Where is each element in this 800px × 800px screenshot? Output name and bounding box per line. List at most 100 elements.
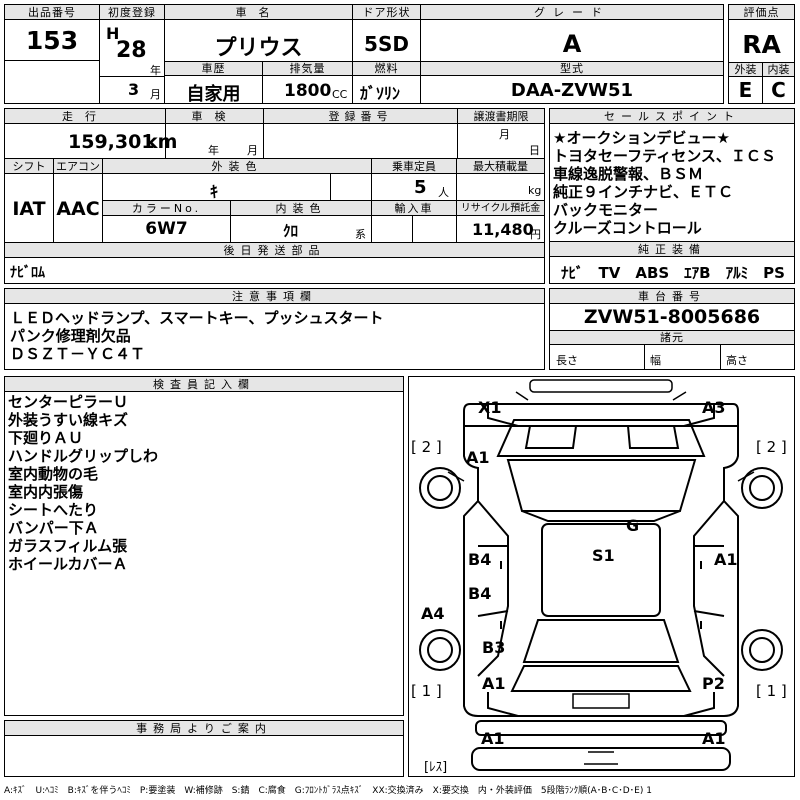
score-label: 評価点 bbox=[729, 5, 794, 20]
inspector-comment: 室内動物の毛 bbox=[8, 465, 99, 483]
car-name-label: 車名 bbox=[165, 5, 352, 20]
year-unit: 年 bbox=[150, 64, 161, 77]
first-registration-label: 初度登録 bbox=[100, 5, 164, 20]
grade: A bbox=[562, 30, 582, 58]
registration-number-label: 登録番号 bbox=[264, 109, 457, 124]
mileage-unit: km bbox=[145, 131, 178, 153]
exterior-score: E bbox=[738, 78, 753, 102]
inspector-comment: バンパー下Ａ bbox=[8, 519, 99, 537]
car-outline-diagram bbox=[419, 379, 783, 771]
tire-tread-rear-right: [ 1 ] bbox=[756, 682, 787, 700]
interior-color-unit: 系 bbox=[355, 228, 366, 241]
capacity: 5 bbox=[414, 177, 427, 198]
shift: IAT bbox=[12, 198, 46, 220]
lot-number-label: 出品番号 bbox=[5, 5, 99, 20]
inspector-comment: ホイールカバーＡ bbox=[8, 555, 128, 573]
dimensions-label: 諸元 bbox=[550, 331, 794, 345]
damage-mark: A3 bbox=[702, 398, 726, 417]
inspector-comment: ハンドルグリップしわ bbox=[8, 447, 159, 465]
mileage: 159,301 bbox=[68, 131, 155, 153]
transfer-deadline-label: 譲渡書期限 bbox=[458, 109, 544, 124]
overall-score: RA bbox=[742, 30, 781, 59]
exterior-color: ｷ bbox=[210, 182, 219, 201]
tire-tread-front-right: [ 2 ] bbox=[756, 438, 787, 456]
max-load-unit: kg bbox=[528, 184, 542, 197]
damage-mark: A4 bbox=[421, 604, 445, 623]
sales-point: クルーズコントロール bbox=[553, 219, 702, 237]
inspector-comment: 外装うすい線キズ bbox=[8, 411, 129, 429]
grade-label: グレード bbox=[421, 5, 723, 20]
displacement-unit: CC bbox=[332, 88, 348, 101]
import-label: 輸入車 bbox=[372, 201, 456, 216]
color-number: 6W7 bbox=[145, 219, 188, 239]
transfer-month-unit: 月 bbox=[499, 128, 510, 141]
month-unit: 月 bbox=[150, 88, 161, 101]
sales-point: ★オークションデビュー★ bbox=[553, 129, 730, 147]
interior-score: C bbox=[771, 78, 786, 102]
inspector-section bbox=[4, 376, 404, 716]
notes-list: ＬＥＤヘッドランプ、スマートキー、プッシュスタート パンク修理剤欠品 ＤＳＺＴ－… bbox=[10, 309, 384, 363]
sales-point: 純正９インチナビ、ＥＴＣ bbox=[553, 183, 734, 201]
damage-diagram bbox=[408, 376, 795, 777]
fuel: ｶﾞｿﾘﾝ bbox=[360, 84, 401, 103]
color-number-label: カラーNo. bbox=[103, 201, 230, 216]
length-label: 長さ bbox=[556, 354, 578, 367]
note-line: ＬＥＤヘッドランプ、スマートキー、プッシュスタート bbox=[10, 309, 384, 327]
sales-point: 車線逸脱警報、ＢＳＭ bbox=[553, 165, 704, 183]
displacement: 1800 bbox=[284, 81, 332, 101]
history: 自家用 bbox=[186, 84, 241, 105]
damage-legend: A:ｷｽﾞ U:ﾍｺﾐ B:ｷｽﾞを伴うﾍｺﾐ P:要塗装 W:補修跡 S:錆 … bbox=[4, 786, 652, 796]
recycle-deposit: 11,480 bbox=[472, 220, 534, 239]
later-parts: ﾅﾋﾞﾛﾑ bbox=[10, 265, 45, 281]
inspector-comment: 室内内張傷 bbox=[8, 483, 84, 501]
inspector-comments: センターピラーＵ 外装うすい線キズ 下廻りＡＵ ハンドルグリップしわ 室内動物の… bbox=[8, 393, 158, 573]
door-type-label: ドア形状 bbox=[353, 5, 420, 20]
damage-mark: P2 bbox=[702, 674, 725, 693]
sales-points-list: ★オークションデビュー★ トヨタセーフティセンス、ＩＣＳ 車線逸脱警報、ＢＳＭ … bbox=[553, 129, 776, 237]
interior-score-label: 内装 bbox=[763, 63, 794, 77]
fuel-label: 燃料 bbox=[353, 62, 420, 76]
inspector-comment: ガラスフィルム張 bbox=[8, 537, 128, 555]
damage-mark: A1 bbox=[482, 674, 506, 693]
recycle-deposit-label: リサイクル預託金 bbox=[457, 201, 544, 216]
score-section bbox=[728, 4, 795, 104]
office-label: 事務局よりご案内 bbox=[5, 721, 403, 736]
damage-mark: A1 bbox=[714, 550, 738, 569]
inspector-comment: 下廻りＡＵ bbox=[8, 429, 84, 447]
tire-tread-front-left: [ 2 ] bbox=[411, 438, 442, 456]
exterior-score-label: 外装 bbox=[729, 63, 762, 77]
notes-label: 注意事項欄 bbox=[5, 289, 544, 304]
inspector-label: 検査員記入欄 bbox=[5, 377, 403, 392]
history-label: 車歴 bbox=[165, 62, 262, 76]
damage-mark: B3 bbox=[482, 638, 506, 657]
inspector-comment: シートへたり bbox=[8, 501, 99, 519]
header-section bbox=[4, 4, 724, 104]
inspector-comment: センターピラーＵ bbox=[8, 393, 129, 411]
width-label: 幅 bbox=[650, 354, 661, 367]
transfer-day-unit: 日 bbox=[529, 144, 540, 157]
interior-color: ｸﾛ bbox=[283, 222, 299, 240]
registration-month: 3 bbox=[128, 80, 140, 99]
sales-point: バックモニター bbox=[553, 201, 659, 219]
mileage-label: 走行 bbox=[5, 109, 165, 124]
model-code: DAA-ZVW51 bbox=[510, 80, 634, 101]
sales-point: トヨタセーフティセンス、ＩＣＳ bbox=[553, 147, 776, 165]
inspection-year-unit: 年 bbox=[208, 144, 219, 157]
capacity-label: 乗車定員 bbox=[372, 159, 456, 174]
damage-mark: G bbox=[626, 516, 640, 535]
door-type: 5SD bbox=[364, 32, 409, 56]
era: H bbox=[106, 24, 120, 43]
registration-year: 28 bbox=[116, 38, 147, 63]
damage-mark: S1 bbox=[592, 546, 615, 565]
standard-equipment: ﾅﾋﾞ TV ABS ｴｱB ｱﾙﾐ PS PW bbox=[561, 264, 800, 282]
car-name: プリウス bbox=[214, 36, 303, 61]
damage-mark: A1 bbox=[702, 729, 726, 748]
chassis-number: ZVW51-8005686 bbox=[583, 306, 761, 328]
interior-color-label: 内装色 bbox=[231, 201, 371, 216]
standard-equipment-label: 純正装備 bbox=[550, 242, 794, 257]
damage-mark: B4 bbox=[468, 584, 492, 603]
displacement-label: 排気量 bbox=[263, 62, 352, 76]
air-conditioner: AAC bbox=[56, 198, 100, 220]
sales-points-label: セールスポイント bbox=[550, 109, 794, 124]
height-label: 高さ bbox=[726, 354, 748, 367]
